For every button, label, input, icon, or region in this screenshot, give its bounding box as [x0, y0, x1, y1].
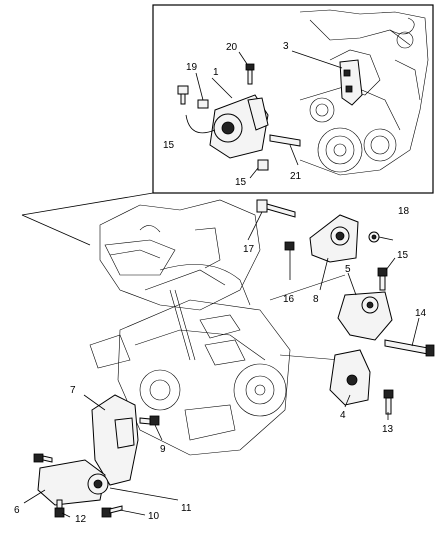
callout-10: 10: [148, 511, 160, 522]
callout-15-inset-upper: 15: [163, 140, 175, 151]
bolt-left-top: [33, 453, 53, 463]
inset-bolt-15-lower: [257, 159, 269, 171]
inset-engine-background: [299, 9, 429, 176]
bracket-part-7: [91, 394, 139, 486]
callout-21: 21: [290, 171, 302, 182]
callout-4: 4: [340, 410, 346, 421]
callout-12: 12: [75, 514, 87, 525]
callout-6: 6: [14, 505, 20, 516]
inset-bolt-21: [269, 134, 301, 147]
callout-15-inset-lower: 15: [235, 177, 247, 188]
callout-8: 8: [313, 294, 319, 305]
inset-bolt-15-upper: [177, 85, 189, 105]
callout-1: 1: [213, 67, 219, 78]
callout-17: 17: [243, 244, 255, 255]
callout-7: 7: [70, 385, 76, 396]
mount-part-4: [329, 349, 371, 406]
mount-part-8: [309, 214, 359, 263]
nut-16: [284, 241, 295, 251]
bolt-9: [139, 415, 160, 426]
callout-19: 19: [186, 62, 198, 73]
mount-part-6: [37, 459, 109, 506]
inset-frame: [152, 4, 434, 194]
inset-mount-part-1: [209, 94, 269, 159]
inset-bracket-part-3: [339, 59, 363, 106]
inset-pointer-lines: [21, 192, 154, 246]
callout-3: 3: [283, 41, 289, 52]
bolt-15-right: [377, 267, 388, 291]
callout-18: 18: [398, 206, 410, 217]
inset-detail: 1 3 19 20 15 15 21: [152, 4, 434, 194]
inset-bolt-20: [245, 63, 255, 85]
bolt-13: [383, 389, 394, 415]
callout-11: 11: [181, 503, 192, 514]
callout-9: 9: [160, 444, 166, 455]
callout-5: 5: [345, 264, 351, 275]
bolt-10: [101, 505, 123, 518]
callout-14: 14: [415, 308, 427, 319]
nut-18: [368, 231, 380, 243]
callout-16: 16: [283, 294, 295, 305]
bolt-17: [256, 199, 296, 218]
bracket-part-5: [337, 291, 393, 341]
callout-13: 13: [382, 424, 394, 435]
callout-15-right: 15: [397, 250, 409, 261]
inset-bolt-19: [197, 99, 209, 109]
bolt-12: [54, 499, 65, 518]
leader-lines: [23, 211, 420, 518]
bolt-14: [384, 339, 435, 357]
callout-20: 20: [226, 42, 238, 53]
